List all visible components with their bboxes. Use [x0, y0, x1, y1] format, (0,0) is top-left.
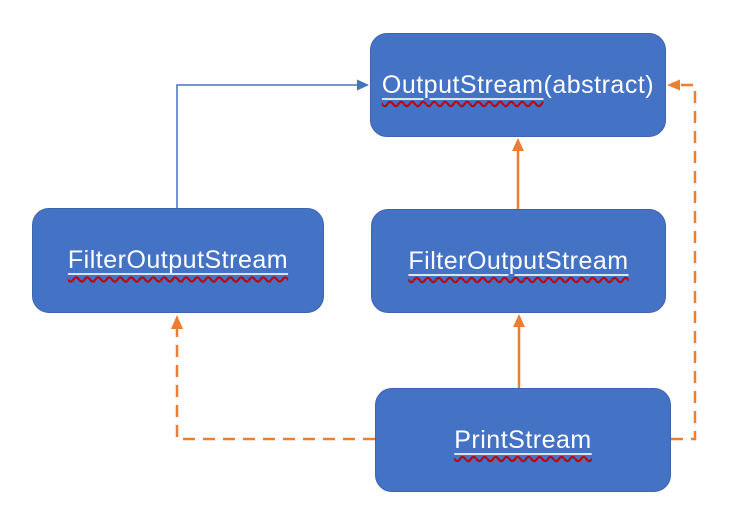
node-printstream[interactable]: PrintStream [375, 388, 671, 492]
node-label: PrintStream [454, 425, 592, 454]
node-label: FilterOutputStream [67, 246, 289, 274]
node-filteroutputstream-left[interactable]: FilterOutputStream [32, 208, 324, 313]
edge-printstream-to-filtermiddle[interactable] [513, 314, 525, 388]
node-outputstream-abstract[interactable]: OutputStream(abstract) [370, 33, 666, 137]
edge-printstream-to-outputstream[interactable] [667, 79, 697, 441]
node-label: FilterOutputStream [408, 246, 629, 275]
edge-filterleft-to-outputstream[interactable] [176, 79, 369, 210]
edge-line[interactable] [176, 84, 357, 209]
arrowhead-up-icon [171, 315, 183, 329]
arrowhead-up-icon [513, 314, 525, 327]
node-label: OutputStream(abstract) [381, 70, 655, 99]
arrowhead-right-icon [357, 79, 369, 91]
edge-printstream-to-filterleft[interactable] [171, 315, 375, 441]
edge-filtermiddle-to-outputstream[interactable] [512, 138, 524, 209]
edge-line[interactable] [671, 83, 697, 441]
node-filteroutputstream-middle[interactable]: FilterOutputStream [371, 209, 666, 313]
edge-line[interactable] [175, 329, 375, 441]
arrowhead-up-icon [512, 138, 524, 151]
arrowhead-left-icon [667, 79, 680, 91]
